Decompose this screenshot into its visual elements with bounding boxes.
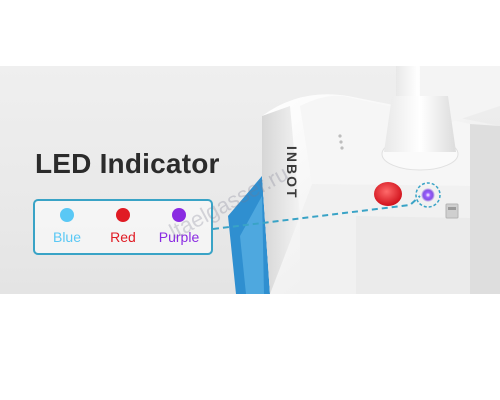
robot-product-photo — [228, 66, 500, 294]
brand-text: INBOT — [284, 146, 300, 200]
legend-item-red: Red — [95, 208, 151, 245]
legend-item-purple: Purple — [151, 208, 207, 245]
blue-dot-icon — [60, 208, 74, 222]
feature-title: LED Indicator — [35, 148, 220, 179]
legend-label-red: Red — [110, 229, 136, 245]
legend-item-blue: Blue — [39, 208, 95, 245]
brand-logo: INBOT — [284, 146, 300, 200]
legend-label-blue: Blue — [52, 229, 82, 245]
legend-label-purple: Purple — [158, 229, 200, 245]
photo-background — [0, 66, 500, 294]
led-color-legend: Blue Red Purple — [33, 199, 213, 255]
purple-dot-icon — [172, 208, 186, 222]
red-dot-icon — [116, 208, 130, 222]
